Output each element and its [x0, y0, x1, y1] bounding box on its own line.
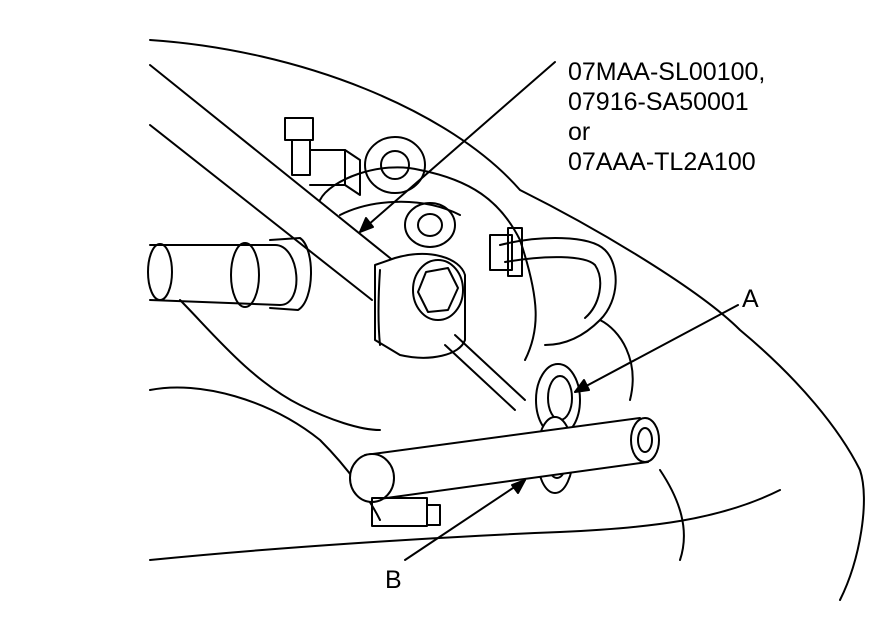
tool-leader-line	[359, 61, 556, 233]
a-arrowhead	[574, 379, 590, 393]
tool-number-line-1: 07MAA-SL00100,	[568, 58, 765, 86]
tool-number-line-3: or	[568, 118, 590, 146]
tool-number-line-4: 07AAA-TL2A100	[568, 148, 756, 176]
tool-number-line-2: 07916-SA50001	[568, 88, 749, 116]
b-arrowhead	[511, 479, 526, 494]
extension-bar	[149, 64, 396, 301]
drive-shaft	[147, 237, 312, 311]
housing-curve	[179, 299, 381, 431]
housing-curve-2	[149, 386, 381, 521]
callout-a-label: A	[742, 285, 759, 313]
upper-bolt	[284, 117, 361, 196]
body-outline	[149, 39, 865, 601]
knuckle	[599, 319, 634, 401]
knuckle-2	[659, 469, 685, 561]
socket	[374, 253, 466, 359]
lower-body-outline	[149, 489, 781, 561]
flange-nut-a	[535, 363, 581, 437]
brake-line-2	[504, 256, 602, 319]
socket-shaft	[454, 334, 526, 401]
shock-body-inner	[339, 200, 461, 216]
brake-line	[499, 237, 617, 346]
socket-shaft-2	[444, 344, 516, 411]
lower-bolt	[371, 497, 441, 527]
a-leader-line	[574, 304, 739, 393]
holder-bar	[349, 417, 660, 503]
caliper-lug	[364, 136, 456, 248]
callout-b-label: B	[385, 566, 402, 594]
brake-fitting	[489, 227, 523, 277]
shock-body	[319, 166, 537, 361]
tool-arrowhead	[359, 217, 374, 233]
b-leader-line	[404, 479, 526, 561]
